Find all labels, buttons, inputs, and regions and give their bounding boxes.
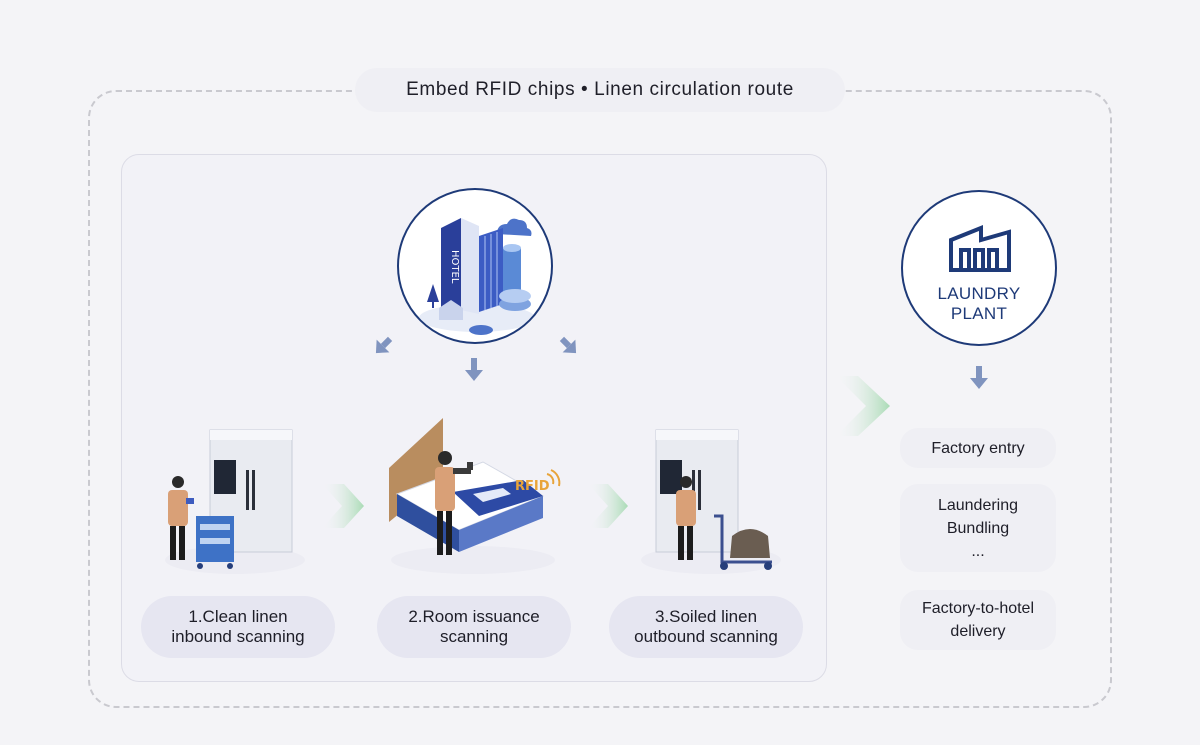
laundering-bundling-pill: Laundering Bundling ... — [900, 484, 1056, 572]
step-2-pill: 2.Room issuance scanning — [377, 596, 571, 658]
step-1-line1: 1.Clean linen — [188, 607, 288, 626]
arrow-down-icon — [465, 358, 483, 381]
step-3-line1: 3.Soiled linen — [654, 607, 758, 626]
delivery-pill: Factory-to-hotel delivery — [900, 590, 1056, 650]
rfid-tag-label: RFID — [515, 479, 550, 494]
hotel-circle: HOTEL — [397, 188, 553, 344]
factory-icon — [949, 225, 1011, 272]
chevron-right-icon — [588, 484, 628, 528]
delivery-line2: delivery — [950, 623, 1006, 640]
arrow-down-right-icon — [559, 336, 577, 354]
hotel-down-arrows — [375, 336, 988, 389]
laundry-plant-label: LAUNDRY PLANT — [901, 284, 1057, 324]
step-2-line2: scanning — [439, 627, 509, 646]
factory-entry-pill: Factory entry — [900, 428, 1056, 468]
ellipsis-text: ... — [971, 542, 985, 560]
soiled-linen-outbound-illustration — [636, 420, 786, 580]
step-2-line1: 2.Room issuance — [408, 607, 540, 626]
step-1-line2: inbound scanning — [171, 627, 305, 646]
laundering-text: Laundering — [937, 496, 1019, 514]
factory-entry-text: Factory entry — [931, 439, 1025, 457]
chevron-right-icon — [836, 376, 890, 436]
diagram-title-text: Embed RFID chips • Linen circulation rou… — [406, 79, 794, 100]
laundry-plant-circle — [901, 190, 1057, 346]
bundling-text: Bundling — [946, 519, 1010, 537]
chevron-right-icon — [322, 484, 364, 528]
clean-linen-inbound-illustration — [160, 420, 310, 580]
step-3-line2: outbound scanning — [634, 627, 778, 646]
step-3-pill: 3.Soiled linen outbound scanning — [609, 596, 803, 658]
laundry-label-line1: LAUNDRY — [937, 284, 1021, 303]
diagram-title: Embed RFID chips • Linen circulation rou… — [355, 68, 845, 112]
laundry-arrow-down-icon — [970, 366, 988, 389]
laundry-label-line2: PLANT — [950, 304, 1008, 323]
hotel-sign: HOTEL — [449, 250, 460, 284]
arrow-down-left-icon — [375, 336, 393, 354]
delivery-line1: Factory-to-hotel — [921, 600, 1035, 617]
signal-icon — [546, 473, 555, 485]
hotel-building-icon: HOTEL — [419, 218, 535, 335]
room-issuance-illustration: RFID — [383, 412, 568, 577]
step-1-pill: 1.Clean linen inbound scanning — [141, 596, 335, 658]
